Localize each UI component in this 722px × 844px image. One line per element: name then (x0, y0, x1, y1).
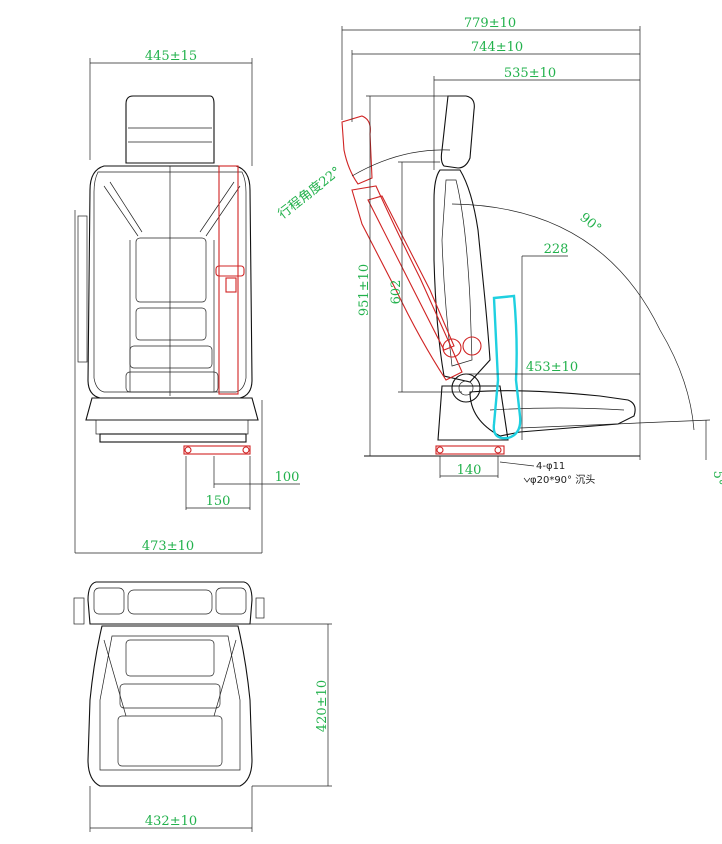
dim-seat-453: 453±10 (526, 360, 578, 375)
dim-front-bottom-width: 473±10 (142, 539, 194, 554)
dim-side-total: 779±10 (464, 16, 516, 31)
dim-mount-100: 100 (275, 470, 300, 485)
dim-side-228: 228 (544, 242, 569, 257)
angle-travel: 行程角度22° (275, 163, 344, 222)
top-view: 420±10 432±10 (73, 581, 332, 832)
dim-mount-150: 150 (206, 494, 231, 509)
dim-base-140: 140 (457, 463, 482, 478)
front-view: 445±15 473±10 150 100 (74, 49, 300, 554)
dim-top-width: 432±10 (145, 814, 197, 829)
dim-height: 951±10 (357, 264, 372, 316)
dim-front-top-width: 445±15 (145, 49, 197, 64)
note-holes: 4-φ11 (536, 461, 565, 472)
dim-top-depth: 420±10 (315, 680, 330, 732)
dim-side-744: 744±10 (471, 40, 523, 55)
side-view: 779±10 744±10 535±10 951±10 602 228 453±… (275, 16, 722, 486)
note-countersink: φ20*90° 沉头 (530, 473, 595, 486)
angle-recline: 90° (577, 210, 604, 236)
dim-height-602: 602 (389, 280, 404, 305)
dim-side-535: 535±10 (504, 66, 556, 81)
angle-tilt: 5° (710, 471, 722, 486)
